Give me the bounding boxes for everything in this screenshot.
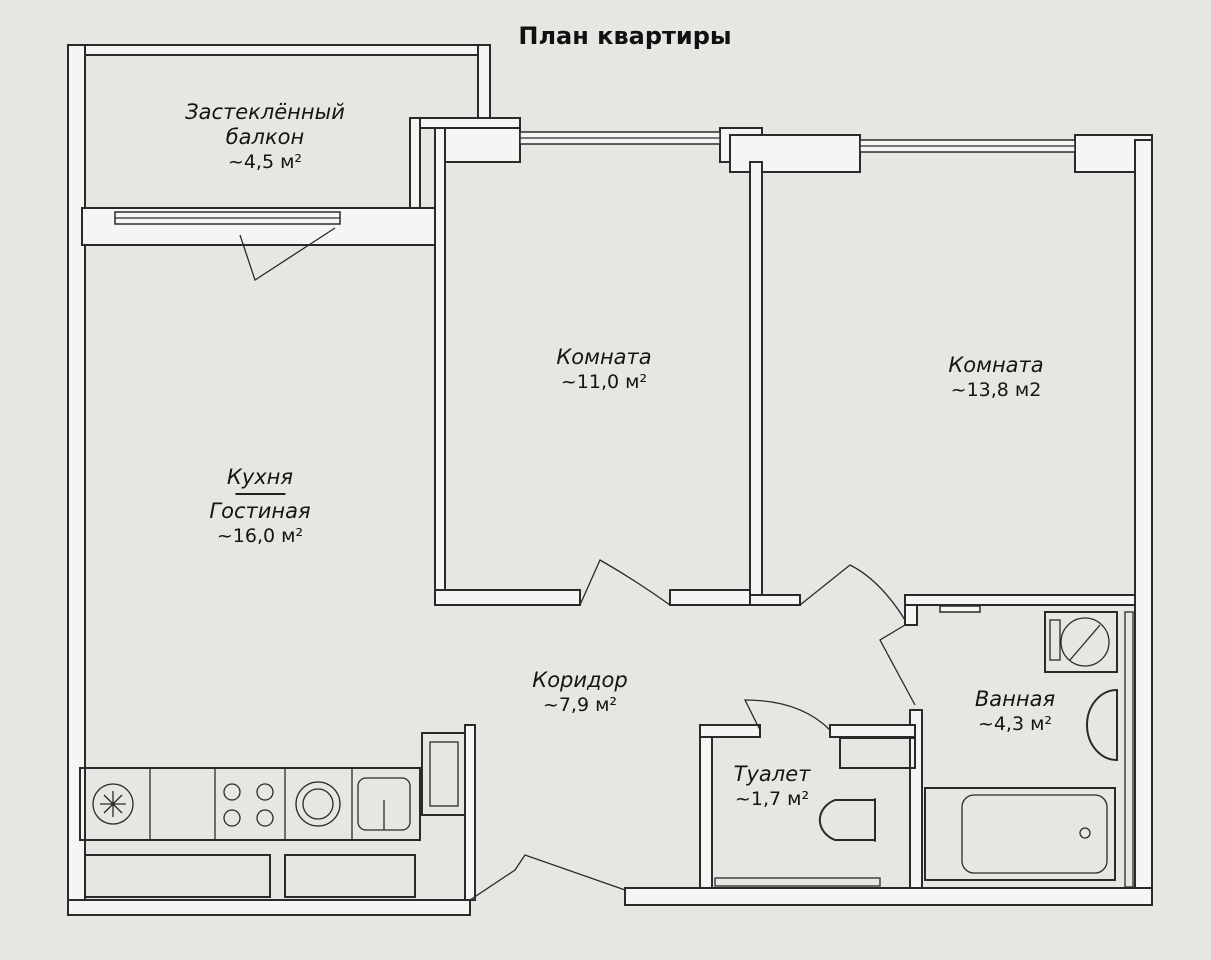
room-name: Комната (948, 353, 1044, 377)
oven-icon (295, 781, 341, 827)
windows (114, 131, 1076, 613)
room-name: Кухня (226, 465, 294, 489)
room-label-corridor: Коридор ~7,9 м² (532, 668, 627, 718)
room-area: ~1,7 м² (734, 788, 810, 810)
room-area: ~4,3 м² (977, 713, 1053, 735)
room-area: ~11,0 м² (560, 371, 648, 393)
bathtub-icon (924, 787, 1116, 881)
room-label-balcony: Застеклённый балкон ~4,5 м² (185, 100, 345, 175)
washing-machine-icon (1044, 611, 1118, 673)
divider (235, 493, 285, 495)
room-name: Туалет (733, 762, 811, 786)
room-label-kitchen: Кухня Гостиная ~16,0 м² (209, 465, 310, 549)
fan-icon (92, 783, 134, 825)
toilet-icon (818, 799, 876, 841)
washbasin-icon (1086, 688, 1118, 762)
room-name: балкон (225, 125, 305, 149)
room-label-room1: Комната ~11,0 м² (556, 345, 651, 395)
room-label-toilet: Туалет ~1,7 м² (734, 762, 811, 812)
room-name: Застеклённый (185, 100, 345, 124)
room-name: Ванная (974, 687, 1056, 711)
room-name: Коридор (532, 668, 628, 692)
room-area: ~7,9 м² (542, 694, 618, 716)
kitchen-furniture (79, 732, 466, 898)
bathroom-fixtures (714, 611, 1134, 888)
room-label-room2: Комната ~13,8 м2 (948, 353, 1043, 403)
room-label-bathroom: Ванная ~4,3 м² (975, 687, 1055, 737)
room-name: Комната (556, 345, 652, 369)
room-name: Гостиная (209, 499, 311, 523)
stove-icon (223, 783, 274, 827)
room-area: ~16,0 м² (216, 525, 304, 547)
page-title: План квартиры (518, 22, 732, 50)
room-area: ~13,8 м2 (950, 379, 1042, 401)
doors (239, 227, 916, 901)
fridge (421, 732, 466, 816)
room-area: ~4,5 м² (227, 151, 303, 173)
